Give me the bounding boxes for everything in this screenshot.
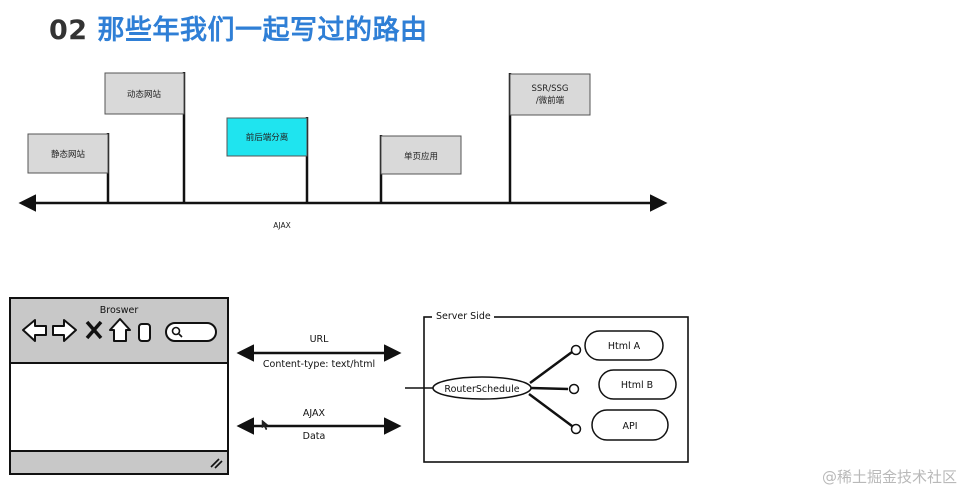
back-arrow-icon — [22, 319, 47, 342]
browser-statusbar — [9, 450, 229, 475]
arrow-url-label: URL — [310, 334, 330, 345]
search-input[interactable] — [165, 322, 217, 342]
timeline: 静态网站 动态网站 前后端分离 单页应用 SSR/SSG /微前端 AJAX — [18, 72, 668, 230]
output-html-a-label: Html A — [608, 341, 641, 352]
home-icon — [109, 318, 131, 342]
server-box: Server Side RouterSchedule Html A Html B… — [405, 310, 689, 463]
output-html-a: Html A — [584, 330, 664, 361]
flag-label-ssr-1: SSR/SSG — [532, 84, 569, 94]
arrow-ajax-label: AJAX — [303, 408, 326, 419]
output-api-label: API — [622, 421, 637, 432]
flag-dynamic-site: 动态网站 — [104, 72, 186, 203]
flag-ssr: SSR/SSG /微前端 — [508, 73, 591, 203]
flag-separation: 前后端分离 — [226, 117, 309, 203]
flag-label-separation: 前后端分离 — [246, 132, 289, 143]
title-number: 02 — [49, 15, 88, 46]
flag-label-static-site: 静态网站 — [51, 149, 86, 160]
flag-spa: 单页应用 — [379, 135, 462, 203]
search-icon — [171, 326, 183, 338]
forward-arrow-icon — [52, 319, 77, 342]
router-schedule-label: RouterSchedule — [444, 384, 519, 395]
bookmark-icon — [138, 323, 151, 342]
close-icon — [85, 320, 103, 340]
arrow-data-label: Data — [303, 431, 326, 442]
resize-grip-icon[interactable] — [210, 458, 223, 469]
page-title: 02 那些年我们一起写过的路由 — [49, 8, 427, 47]
server-title: Server Side — [436, 311, 491, 322]
title-text: 那些年我们一起写过的路由 — [97, 15, 428, 46]
output-api: API — [591, 409, 669, 441]
flag-static-site: 静态网站 — [27, 133, 110, 203]
output-html-b: Html B — [598, 369, 677, 400]
timeline-axis-label: AJAX — [273, 221, 290, 230]
cursor-icon — [261, 419, 269, 431]
flag-label-spa: 单页应用 — [404, 151, 438, 162]
flag-label-dynamic-site: 动态网站 — [127, 89, 162, 100]
watermark: @稀土掘金技术社区 — [821, 468, 957, 486]
output-html-b-label: Html B — [621, 380, 653, 391]
browser-window: Broswer — [9, 297, 229, 475]
flag-label-ssr-2: /微前端 — [536, 95, 565, 106]
arrow-url: URL Content-type: text/html — [236, 334, 402, 370]
arrow-content-type-label: Content-type: text/html — [263, 359, 375, 370]
browser-title: Broswer — [100, 305, 139, 316]
arrow-ajax: AJAX Data — [236, 408, 402, 442]
